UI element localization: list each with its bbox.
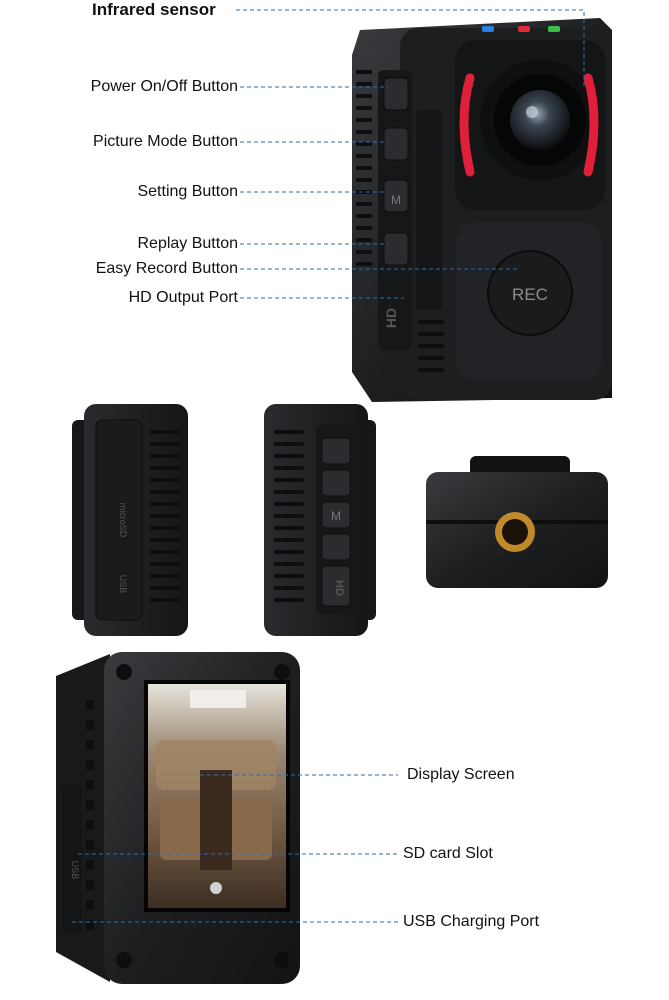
sd-card-slot-label: SD card Slot	[403, 845, 493, 862]
svg-text:M: M	[391, 193, 401, 207]
camera-side-view-left: microSD USB	[72, 404, 188, 636]
hd-text-side: HD	[333, 580, 345, 596]
hd-output-port-label: HD Output Port	[128, 289, 238, 306]
usb-charging-port-label: USB Charging Port	[403, 913, 540, 930]
infrared-sensor-label: Infrared sensor	[92, 0, 216, 19]
picture-mode-button-label: Picture Mode Button	[93, 133, 238, 150]
camera-bottom-view	[426, 456, 608, 588]
m-button-text: M	[331, 509, 341, 523]
microsd-text: microSD	[118, 503, 128, 538]
usb-text-side: USB	[118, 575, 128, 594]
replay-button-label: Replay Button	[137, 235, 238, 252]
power-button-label: Power On/Off Button	[90, 78, 238, 95]
leader-lines	[72, 9, 585, 923]
easy-record-button-label: Easy Record Button	[95, 260, 238, 277]
rec-button-text: REC	[512, 285, 548, 304]
display-screen-label: Display Screen	[407, 766, 515, 783]
camera-back-view: USB	[56, 652, 300, 984]
setting-button-label: Setting Button	[137, 183, 238, 200]
svg-text:HD: HD	[383, 308, 399, 328]
camera-side-view-right: M HD	[264, 404, 376, 636]
svg-text:USB: USB	[70, 861, 80, 880]
camera-front-view: M HD REC	[352, 18, 612, 402]
